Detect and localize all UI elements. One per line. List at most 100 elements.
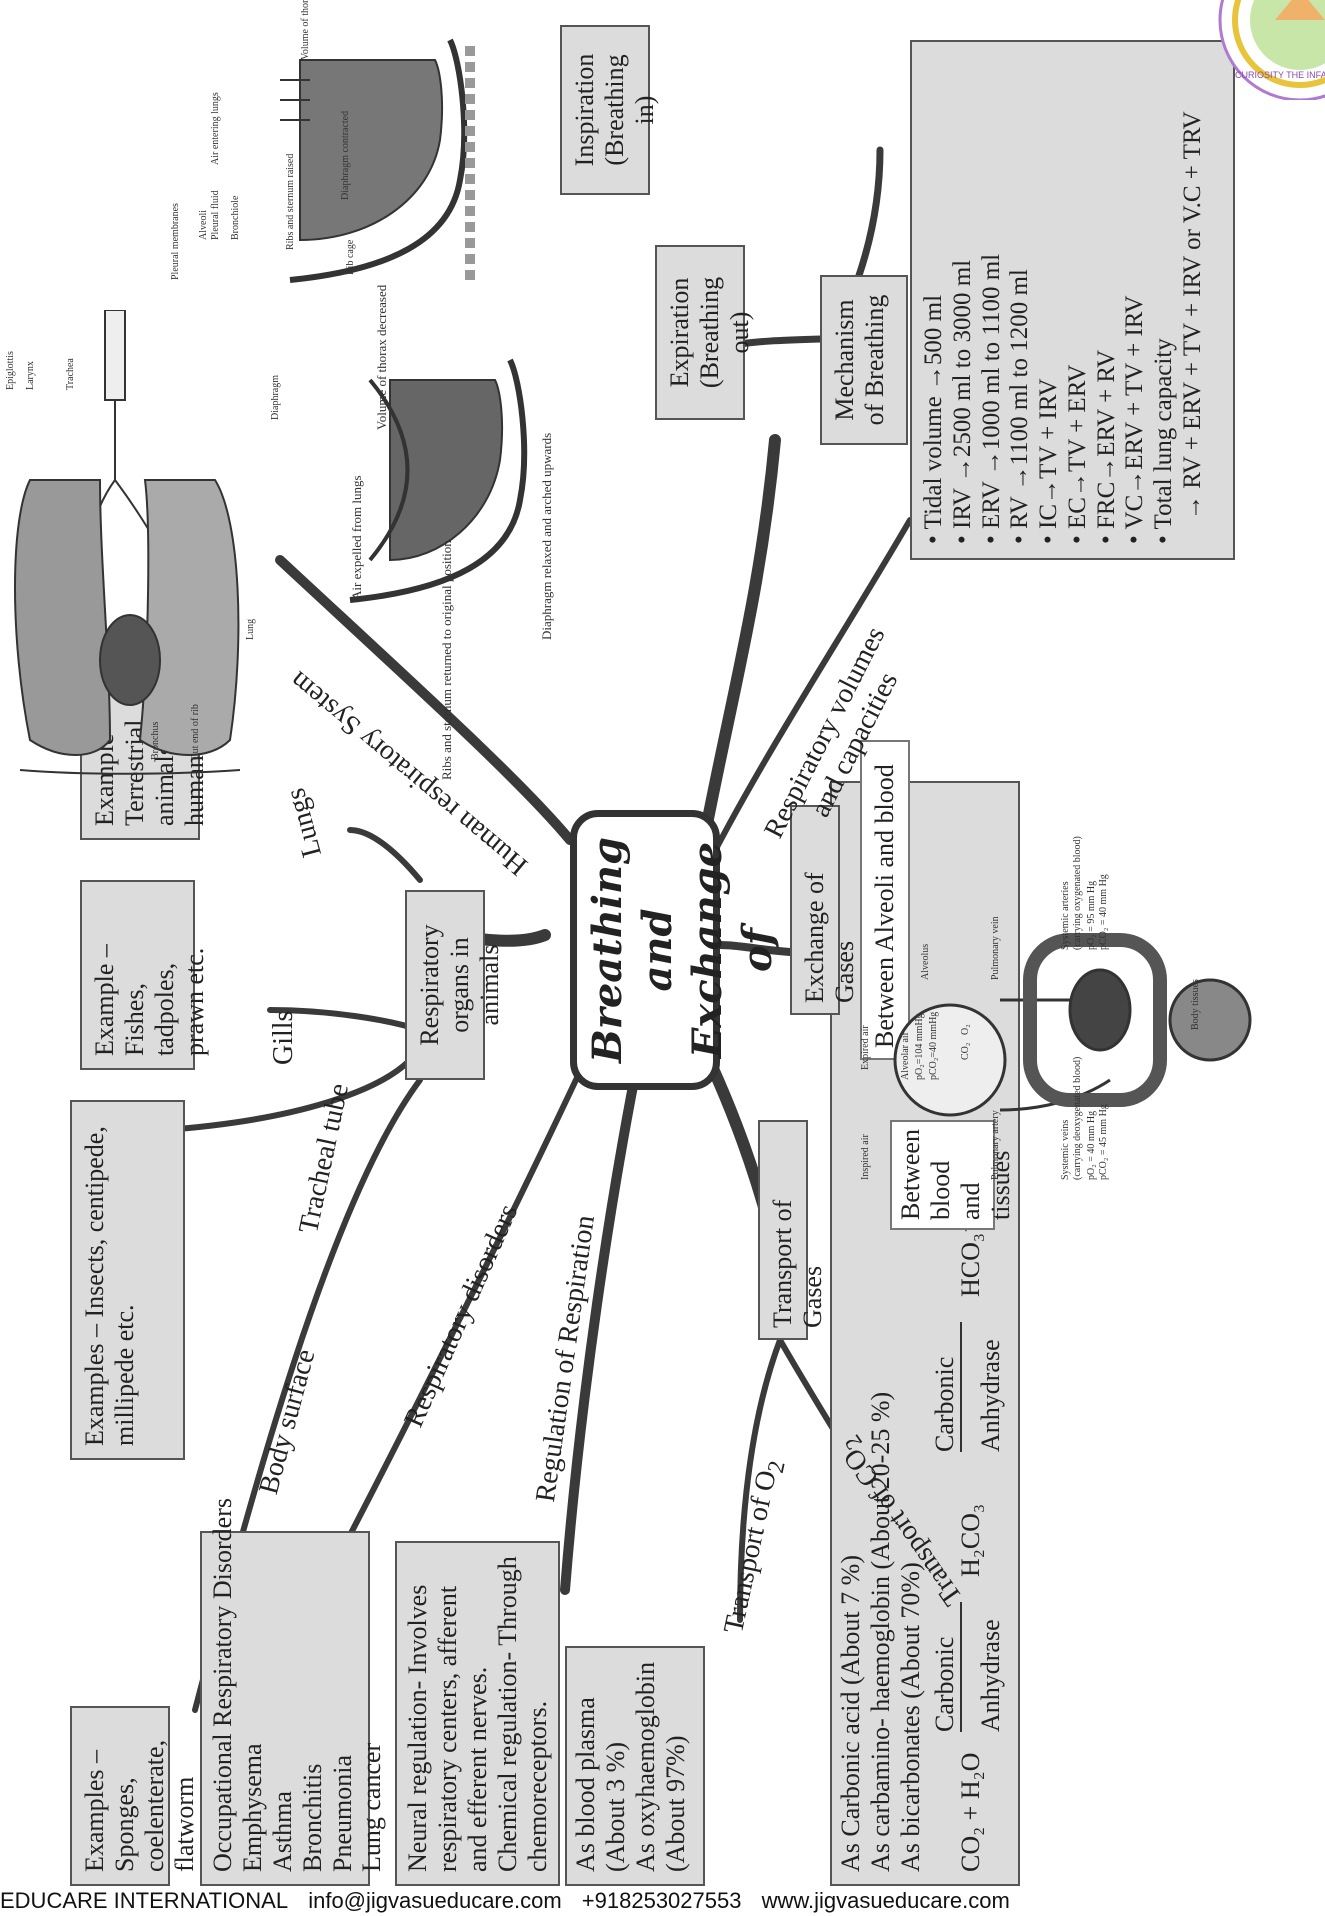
volume-item: • IC→TV + IRV — [1035, 378, 1062, 544]
volume-item: • ERV →1000 ml to 1100 ml — [977, 253, 1005, 544]
ex-label-oxygenated: (carrying oxygenated blood) — [1072, 836, 1083, 950]
branch-volumes — [697, 517, 913, 883]
equation-enzyme-2: Carbonic — [929, 1356, 959, 1452]
regulation-line: chemoreceptors. — [522, 1700, 552, 1872]
volume-text: ERV →1000 ml to 1100 ml — [977, 253, 1005, 529]
equation-arrow-2 — [959, 1322, 962, 1452]
ex-label-pco2: pCO₂=40 mmHg — [928, 1011, 939, 1080]
mechanism-node: Mechanism of Breathing — [820, 275, 908, 445]
volume-text: Tidal volume →500 ml — [920, 294, 947, 530]
example-insects-box: Examples – Insects, centipede, millipede… — [70, 1100, 185, 1460]
lung-label-diaphragm: Diaphragm — [270, 375, 281, 420]
regulation-line: Chemical regulation- Through — [492, 1556, 522, 1872]
expiration-figure — [330, 350, 545, 620]
volume-text: IC→TV + IRV — [1035, 378, 1062, 529]
ex-label-vein-po2: pO₂ = 40 mm Hg — [1086, 1110, 1097, 1180]
o2-line: As oxyhaemoglobin — [630, 1661, 660, 1872]
branch-exchange — [716, 941, 794, 956]
volume-text: RV →1100 ml to 1200 ml — [1006, 269, 1034, 529]
logo-text: CURIOSITY THE INFA — [1235, 70, 1325, 80]
ex-label-co2: CO₂ — [960, 1042, 971, 1060]
volume-text: FRC→ERV + RV — [1092, 349, 1120, 529]
lung-label-bronchus: Bronchus — [150, 721, 161, 760]
regulation-box: Neural regulation- Involves respiratory … — [395, 1541, 560, 1886]
lung-label-alveoli: Alveoli — [198, 210, 209, 240]
volume-item: • EC→TV + ERV — [1063, 364, 1091, 544]
volumes-list: • Tidal volume →500 ml • IRV →2500 ml to… — [910, 40, 1235, 560]
branch-mechanism — [694, 434, 781, 866]
logo-emblem: CURIOSITY THE INFA — [1218, 0, 1325, 100]
branch-regulation — [560, 1045, 645, 1595]
o2-line: As blood plasma — [571, 1697, 600, 1872]
volume-text: IRV →2500 ml to 3000 ml — [948, 259, 976, 529]
inspiration-node: Inspiration (Breathing in) — [560, 25, 659, 195]
o2-line: (About 3 %) — [600, 1742, 630, 1872]
lung-label-lung: Lung — [245, 618, 256, 640]
disorder-item: Bronchitis — [297, 1763, 327, 1872]
lung-label-heart: Heart — [240, 437, 251, 460]
ex-label-sys-arteries: Systemic arteries — [1060, 881, 1071, 950]
equation-enzyme-1b: Anhydrase — [975, 1619, 1005, 1732]
exp-label-ribs: Ribs and sternum returned to original po… — [439, 540, 454, 780]
lung-label-pleural-fluid: Pleural fluid — [210, 190, 221, 240]
o2-transport-box: As blood plasma (About 3 %) As oxyhaemog… — [565, 1646, 705, 1886]
volume-text: EC→TV + ERV — [1063, 364, 1091, 529]
center-title-line-2: Exchange of — [684, 841, 781, 1059]
branch-human-respiratory — [275, 555, 575, 845]
footer-email[interactable]: info@jigvasueducare.com — [308, 1888, 562, 1913]
equation-enzyme-1: Carbonic — [929, 1636, 959, 1732]
disorders-box: Occupational Respiratory Disorders Emphy… — [200, 1497, 386, 1886]
exp-label-air: Air expelled from lungs — [349, 475, 364, 600]
volume-item: • FRC→ERV + RV — [1092, 349, 1120, 544]
center-title: Breathing and Exchange of Gases — [570, 810, 831, 1090]
disorder-item: Lung cancer — [357, 1742, 387, 1872]
volume-item: • VC→ERV + TV + IRV — [1121, 295, 1149, 544]
volume-text: → RV + ERV + TV + IRV or V.C + TRV — [1178, 111, 1206, 520]
ex-label-body-tissues: Body tissues — [1190, 979, 1201, 1030]
ex-label-deoxygenated: (carrying deoxygenated blood) — [1072, 1056, 1083, 1180]
inspiration-label: Inspiration (Breathing in) — [560, 25, 659, 195]
lung-label-larynx: Larynx — [25, 361, 36, 390]
disorder-item: Occupational Respiratory Disorders — [208, 1497, 237, 1872]
inspiration-figure — [270, 30, 485, 300]
lung-label-bronchiole: Bronchiole — [230, 195, 241, 240]
branch-disorders — [347, 1047, 593, 1538]
volume-text: Total lung capacity — [1150, 338, 1177, 530]
footer-web[interactable]: www.jigvasueducare.com — [761, 1888, 1010, 1913]
footer-org: EDUCARE INTERNATIONAL — [0, 1888, 289, 1913]
disorder-item: Emphysema — [237, 1743, 267, 1872]
respiratory-organs-node: Respiratory organs in animals — [405, 890, 504, 1080]
insp-label-ribs: Ribs and sternum raised — [285, 153, 296, 250]
regulation-line: Neural regulation- Involves — [403, 1584, 432, 1872]
volume-item: • Tidal volume →500 ml — [920, 294, 947, 544]
exp-label-volume: Volume of thorax decreased — [374, 284, 389, 430]
o2-line: (About 97%) — [660, 1735, 690, 1872]
transport-label: Transport of Gases — [758, 1120, 827, 1340]
volume-item: • RV →1100 ml to 1200 ml — [1006, 269, 1034, 544]
expiration-illustration — [349, 358, 528, 603]
ex-label-o2: O₂ — [960, 1024, 971, 1035]
regulation-line: and efferent nerves. — [462, 1666, 492, 1872]
lung-label-cut-rib: Cut end of rib — [190, 704, 201, 760]
equation-left: CO₂ + H₂O — [955, 1752, 985, 1872]
ex-label-vein-pco2: pCO₂ = 45 mm Hg — [1098, 1104, 1109, 1180]
expiration-node: Expiration (Breathing out) — [655, 245, 754, 420]
center-title-line-1: Breathing and — [584, 836, 681, 1064]
example-insects-text: Examples – Insects, centipede, millipede… — [70, 1100, 185, 1460]
mechanism-label: Mechanism of Breathing — [820, 275, 908, 445]
equation-enzyme-2b: Anhydrase — [975, 1339, 1005, 1452]
equation-arrow-1 — [959, 1602, 962, 1732]
exp-label-diaphragm: Diaphragm relaxed and arched upwards — [539, 432, 554, 640]
exchange-label: Exchange of Gases — [790, 805, 859, 1015]
branch-o2 — [737, 1337, 783, 1623]
inspiration-illustration — [280, 38, 475, 283]
exchange-illustration — [893, 933, 1252, 1117]
example-fishes-text: Example – Fishes, tadpoles, prawn etc. — [80, 880, 209, 1070]
label-gills: Gills — [268, 1010, 299, 1065]
ex-label-expired: Expired air — [860, 1025, 871, 1070]
ex-label-inspired: Inspired air — [860, 1134, 871, 1180]
regulation-line: respiratory centers, afferent — [432, 1585, 462, 1872]
respiratory-organs-label: Respiratory organs in animals — [405, 890, 504, 1080]
example-fishes-box: Example – Fishes, tadpoles, prawn etc. — [80, 880, 209, 1070]
branch-lungs — [347, 827, 423, 883]
